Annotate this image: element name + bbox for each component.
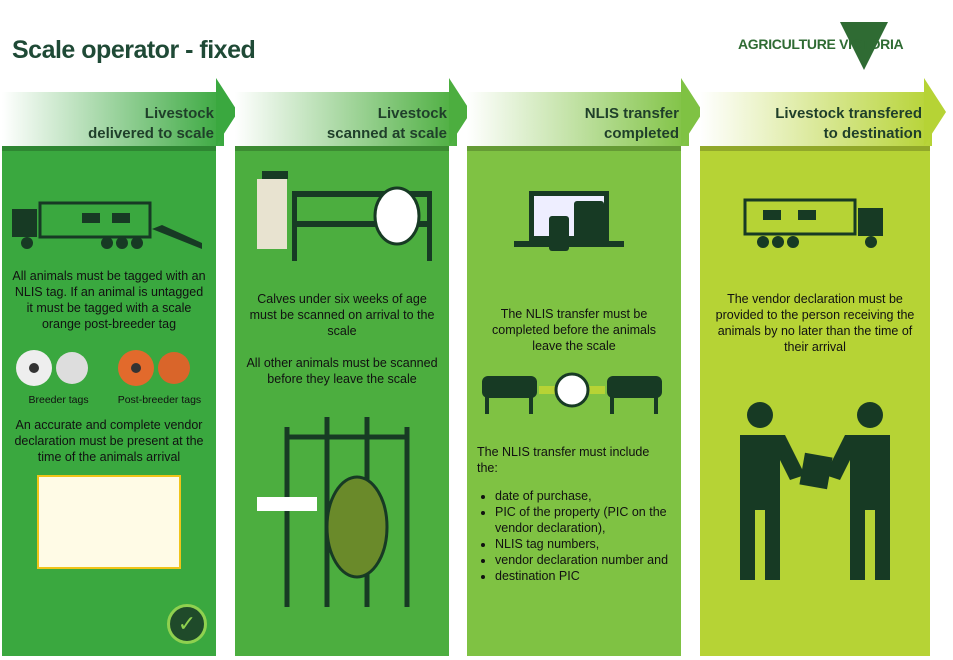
post-breeder-tags-label: Post-breeder tags	[117, 394, 202, 406]
step-1-panel: All animals must be tagged with an NLIS …	[2, 146, 216, 656]
devices-icon	[514, 191, 624, 251]
calves-scan-text: Calves under six weeks of age must be sc…	[249, 292, 435, 338]
calf-tagging-illustration	[257, 417, 410, 607]
tagging-text: All animals must be tagged with an NLIS …	[12, 269, 206, 331]
step-3-panel: The NLIS transfer must be completed befo…	[467, 146, 681, 656]
vendor-declaration-text: An accurate and complete vendor declarat…	[14, 418, 204, 464]
cattle-transfer-clock-icon	[482, 372, 662, 414]
vendor-declaration-delivery-text: The vendor declaration must be provided …	[715, 292, 915, 354]
list-item: date of purchase,	[495, 488, 671, 504]
truck-illustration	[743, 198, 883, 248]
step-4-panel: The vendor declaration must be provided …	[700, 146, 930, 656]
farmer-scanning-cow-illustration	[257, 171, 432, 261]
truck-illustration	[11, 201, 202, 249]
breeder-tags-label: Breeder tags	[28, 394, 89, 406]
transfer-requirements-list: date of purchase, PIC of the property (P…	[477, 488, 671, 584]
transfer-completion-text: The NLIS transfer must be completed befo…	[492, 307, 656, 353]
other-animals-scan-text: All other animals must be scanned before…	[246, 356, 438, 386]
list-item: vendor declaration number and	[495, 552, 671, 568]
ear-tags-icon	[16, 350, 190, 386]
list-item: PIC of the property (PIC on the vendor d…	[495, 504, 671, 536]
transfer-must-include-text: The NLIS transfer must include the:	[477, 445, 650, 475]
vendor-declaration-form-image	[37, 475, 181, 569]
step-2-panel: Calves under six weeks of age must be sc…	[235, 146, 449, 656]
list-item: NLIS tag numbers,	[495, 536, 671, 552]
handshake-silhouette-illustration	[740, 402, 890, 580]
page-title: Scale operator - fixed	[12, 36, 256, 64]
agriculture-victoria-logo: AGRICULTURE VICTORIA	[738, 22, 928, 72]
list-item: destination PIC	[495, 568, 671, 584]
checkmark-icon: ✓	[167, 604, 207, 644]
